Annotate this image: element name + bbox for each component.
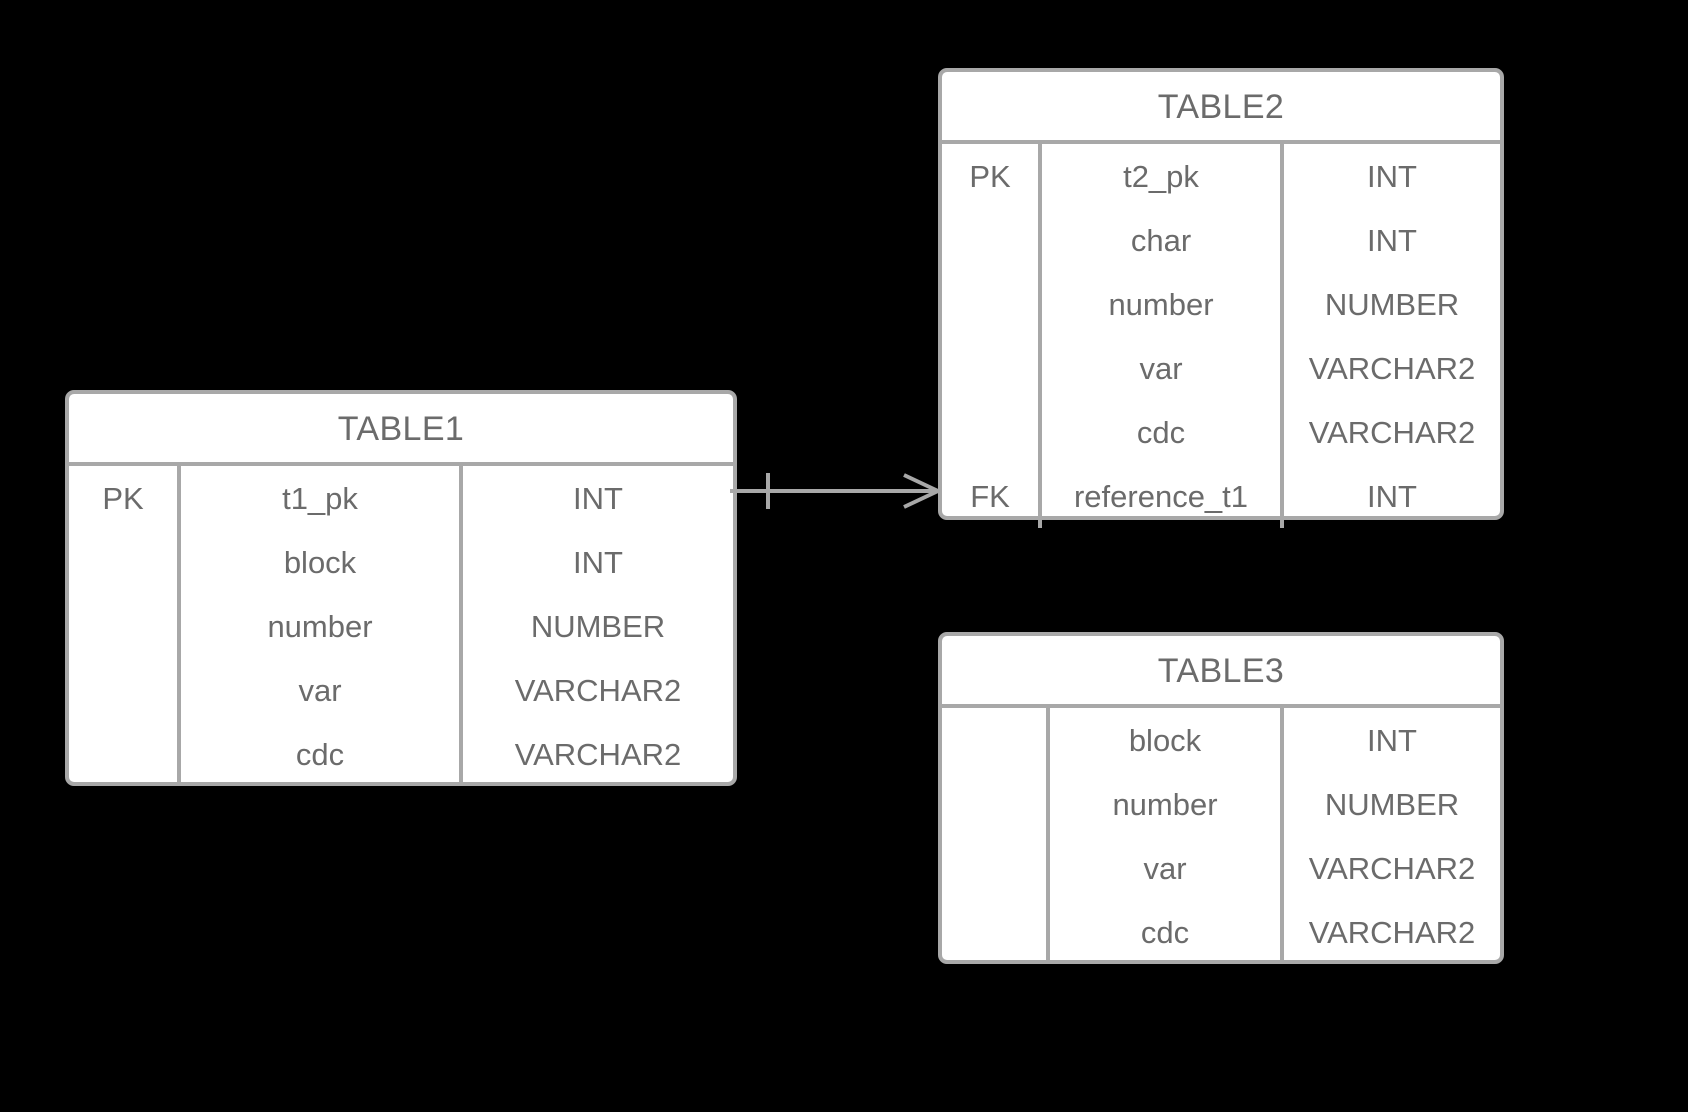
attribute-datatype: INT [573, 480, 623, 516]
entity-table2-title: TABLE2 [942, 72, 1500, 144]
attribute-name: number [1048, 772, 1284, 836]
attribute-name: cdc [1048, 900, 1284, 964]
table-row[interactable]: var VARCHAR2 [942, 836, 1500, 900]
entity-table3-title: TABLE3 [942, 636, 1500, 708]
attribute-name: t2_pk [1040, 144, 1284, 208]
table-row[interactable]: cdc VARCHAR2 [942, 400, 1500, 464]
attribute-datatype: INT [1367, 158, 1417, 194]
entity-table3[interactable]: TABLE3 block INT number NUMBER var VARCH… [938, 632, 1504, 964]
attribute-key [69, 722, 181, 786]
attribute-key [942, 400, 1042, 464]
attribute-name: block [179, 530, 463, 594]
entity-table3-attributes: block INT number NUMBER var VARCHAR2 cdc… [942, 708, 1500, 964]
attribute-datatype: INT [1367, 222, 1417, 258]
attribute-key [942, 900, 1050, 964]
table-row[interactable]: var VARCHAR2 [69, 658, 733, 722]
attribute-key [942, 208, 1042, 272]
entity-table1[interactable]: TABLE1 PK t1_pk INT block INT number NUM… [65, 390, 737, 786]
table-row[interactable]: PK t1_pk INT [69, 466, 733, 530]
table-row[interactable]: number NUMBER [69, 594, 733, 658]
attribute-name: var [179, 658, 463, 722]
attribute-datatype: VARCHAR2 [514, 736, 682, 772]
attribute-key: PK [942, 144, 1042, 208]
entity-table1-title: TABLE1 [69, 394, 733, 466]
entity-table1-attributes: PK t1_pk INT block INT number NUMBER var [69, 466, 733, 786]
attribute-name: char [1040, 208, 1284, 272]
attribute-datatype: VARCHAR2 [1308, 414, 1476, 450]
table-row[interactable]: char INT [942, 208, 1500, 272]
attribute-key: FK [942, 464, 1042, 528]
table-row[interactable]: cdc VARCHAR2 [69, 722, 733, 786]
attribute-key: PK [69, 466, 181, 530]
relationship-line-table1-table2[interactable] [730, 448, 950, 538]
attribute-key [942, 336, 1042, 400]
attribute-name: cdc [179, 722, 463, 786]
attribute-name: t1_pk [179, 466, 463, 530]
attribute-key [69, 530, 181, 594]
attribute-datatype: VARCHAR2 [1308, 914, 1476, 950]
attribute-key [942, 772, 1050, 836]
attribute-key [69, 594, 181, 658]
attribute-name: number [179, 594, 463, 658]
attribute-key [69, 658, 181, 722]
table-row[interactable]: FK reference_t1 INT [942, 464, 1500, 528]
attribute-key [942, 272, 1042, 336]
table-row[interactable]: PK t2_pk INT [942, 144, 1500, 208]
attribute-name: reference_t1 [1040, 464, 1284, 528]
table-row[interactable]: block INT [942, 708, 1500, 772]
attribute-name: cdc [1040, 400, 1284, 464]
attribute-name: block [1048, 708, 1284, 772]
attribute-datatype: INT [1367, 478, 1417, 514]
attribute-datatype: INT [1367, 722, 1417, 758]
attribute-key [942, 836, 1050, 900]
attribute-datatype: VARCHAR2 [1308, 350, 1476, 386]
attribute-datatype: VARCHAR2 [514, 672, 682, 708]
attribute-key [942, 708, 1050, 772]
attribute-datatype: NUMBER [1324, 786, 1460, 822]
attribute-datatype: NUMBER [530, 608, 666, 644]
table-row[interactable]: number NUMBER [942, 772, 1500, 836]
table-row[interactable]: number NUMBER [942, 272, 1500, 336]
attribute-name: var [1048, 836, 1284, 900]
attribute-datatype: VARCHAR2 [1308, 850, 1476, 886]
attribute-datatype: INT [573, 544, 623, 580]
attribute-datatype: NUMBER [1324, 286, 1460, 322]
entity-table2[interactable]: TABLE2 PK t2_pk INT char INT number NUMB… [938, 68, 1504, 528]
cardinality-many-crowfoot-marker [903, 473, 939, 509]
entity-table2-attributes: PK t2_pk INT char INT number NUMBER var [942, 144, 1500, 528]
attribute-name: number [1040, 272, 1284, 336]
attribute-name: var [1040, 336, 1284, 400]
table-row[interactable]: var VARCHAR2 [942, 336, 1500, 400]
table-row[interactable]: cdc VARCHAR2 [942, 900, 1500, 964]
table-row[interactable]: block INT [69, 530, 733, 594]
